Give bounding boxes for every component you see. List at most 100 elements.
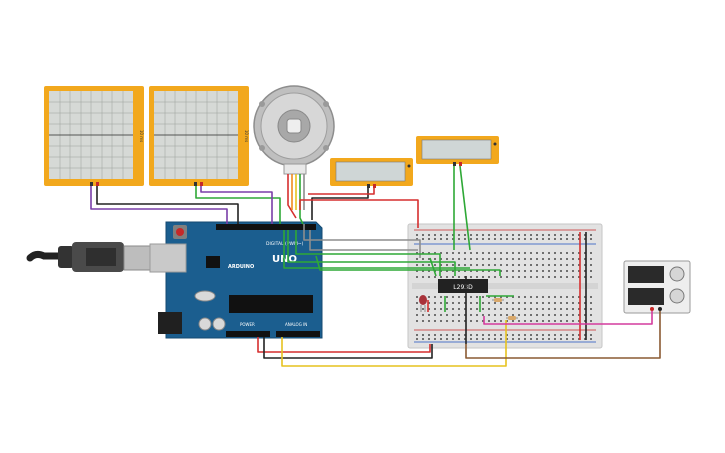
breadboard-hole[interactable] [512,334,514,336]
breadboard-hole[interactable] [536,234,538,236]
wire-yellow[interactable] [281,320,507,367]
wire-black[interactable] [96,186,239,224]
wires[interactable] [90,165,661,367]
breadboard-hole[interactable] [494,252,496,254]
breadboard-hole[interactable] [500,264,502,266]
breadboard-hole[interactable] [440,276,442,278]
breadboard-hole[interactable] [506,302,508,304]
breadboard-hole[interactable] [470,320,472,322]
breadboard-hole[interactable] [470,296,472,298]
breadboard-hole[interactable] [458,308,460,310]
breadboard-hole[interactable] [572,258,574,260]
breadboard-hole[interactable] [560,308,562,310]
breadboard-hole[interactable] [512,264,514,266]
usb-cable[interactable] [26,242,152,272]
breadboard-hole[interactable] [536,338,538,340]
breadboard-hole[interactable] [452,302,454,304]
breadboard-hole[interactable] [488,302,490,304]
breadboard-hole[interactable] [512,296,514,298]
wire-red[interactable] [257,337,431,353]
breadboard-hole[interactable] [488,296,490,298]
breadboard-hole[interactable] [548,302,550,304]
breadboard-hole[interactable] [584,334,586,336]
breadboard-hole[interactable] [488,264,490,266]
breadboard-hole[interactable] [500,238,502,240]
breadboard-hole[interactable] [548,234,550,236]
breadboard-hole[interactable] [422,276,424,278]
breadboard-hole[interactable] [584,296,586,298]
breadboard-hole[interactable] [512,320,514,322]
breadboard-hole[interactable] [536,302,538,304]
breadboard-hole[interactable] [416,296,418,298]
dc-power-supply-icon[interactable] [623,260,691,314]
wire-black[interactable] [311,188,369,220]
power-jack[interactable] [158,312,182,334]
breadboard-hole[interactable] [422,258,424,260]
breadboard-hole[interactable] [482,338,484,340]
breadboard-hole[interactable] [554,302,556,304]
breadboard-hole[interactable] [416,238,418,240]
breadboard-hole[interactable] [542,264,544,266]
breadboard-hole[interactable] [578,308,580,310]
breadboard-hole[interactable] [470,302,472,304]
breadboard-hole[interactable] [458,252,460,254]
breadboard-hole[interactable] [434,302,436,304]
breadboard-hole[interactable] [446,320,448,322]
breadboard-hole[interactable] [440,302,442,304]
breadboard-hole[interactable] [590,234,592,236]
breadboard-hole[interactable] [548,258,550,260]
breadboard-hole[interactable] [464,338,466,340]
breadboard-hole[interactable] [536,252,538,254]
breadboard-hole[interactable] [584,258,586,260]
breadboard-hole[interactable] [512,270,514,272]
breadboard-hole[interactable] [554,234,556,236]
breadboard-hole[interactable] [524,270,526,272]
breadboard-hole[interactable] [416,338,418,340]
breadboard-hole[interactable] [494,334,496,336]
breadboard-hole[interactable] [434,308,436,310]
breadboard-hole[interactable] [470,338,472,340]
breadboard-hole[interactable] [440,334,442,336]
breadboard-hole[interactable] [572,320,574,322]
breadboard-hole[interactable] [530,338,532,340]
breadboard-hole[interactable] [476,338,478,340]
breadboard-hole[interactable] [542,314,544,316]
breadboard-hole[interactable] [542,234,544,236]
breadboard-hole[interactable] [428,338,430,340]
breadboard-hole[interactable] [506,314,508,316]
breadboard-hole[interactable] [476,276,478,278]
wire-green[interactable] [283,230,470,269]
breadboard-hole[interactable] [542,296,544,298]
breadboard-hole[interactable] [494,276,496,278]
breadboard-hole[interactable] [530,308,532,310]
breadboard-hole[interactable] [560,302,562,304]
breadboard-hole[interactable] [560,296,562,298]
breadboard-hole[interactable] [590,276,592,278]
breadboard-hole[interactable] [542,252,544,254]
breadboard-hole[interactable] [530,276,532,278]
breadboard-hole[interactable] [452,334,454,336]
breadboard-hole[interactable] [512,338,514,340]
breadboard-hole[interactable] [524,238,526,240]
resistor-2[interactable] [506,316,518,320]
breadboard-hole[interactable] [530,252,532,254]
breadboard-hole[interactable] [566,234,568,236]
breadboard-hole[interactable] [422,238,424,240]
breadboard-hole[interactable] [440,308,442,310]
breadboard-hole[interactable] [554,314,556,316]
breadboard-hole[interactable] [494,264,496,266]
breadboard-hole[interactable] [494,296,496,298]
wire-green[interactable] [299,174,304,225]
breadboard-hole[interactable] [422,252,424,254]
breadboard-hole[interactable] [506,334,508,336]
breadboard-hole[interactable] [452,238,454,240]
breadboard-hole[interactable] [452,320,454,322]
breadboard-hole[interactable] [500,270,502,272]
breadboard-hole[interactable] [554,270,556,272]
breadboard-hole[interactable] [560,270,562,272]
breadboard-hole[interactable] [452,276,454,278]
breadboard-hole[interactable] [590,296,592,298]
breadboard-hole[interactable] [494,270,496,272]
breadboard-hole[interactable] [434,238,436,240]
